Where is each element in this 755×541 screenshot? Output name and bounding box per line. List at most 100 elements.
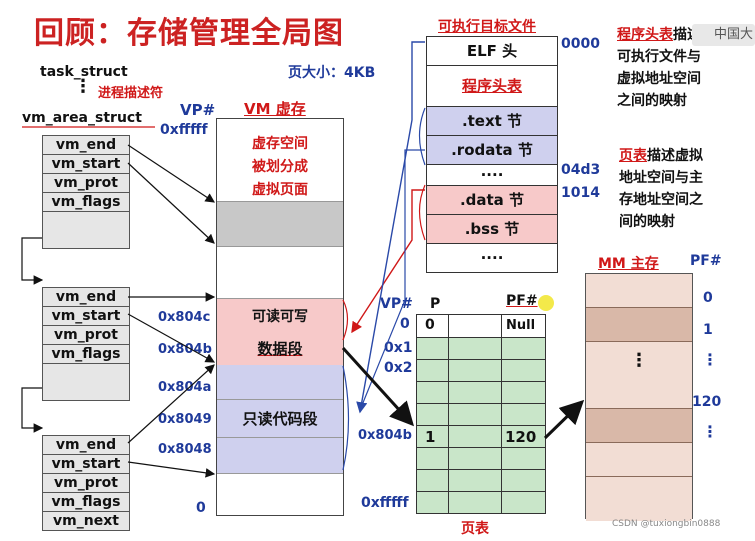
desc-page-table: 页表描述虚拟 地址空间与主 存地址空间之 间的映射 (619, 145, 703, 233)
vma3-next: vm_next (43, 512, 129, 530)
vm-data-seg-label: 数据段 (257, 340, 303, 358)
vma1-end: vm_end (43, 136, 129, 155)
pt-hline4 (417, 425, 545, 426)
pt-vp-last: 0xfffff (361, 495, 409, 511)
mm-frame-gap: ⋮ (586, 342, 692, 409)
vm-code-label-wrap: 只读代码段 (217, 408, 343, 429)
pt-vp-804b: 0x804b (358, 428, 412, 443)
vm-addr-8048: 0x8048 (158, 442, 212, 457)
pt-hline3 (417, 403, 545, 404)
mm-pf-120: 120 (692, 394, 722, 410)
page-table: 0 Null 1 120 (416, 314, 546, 514)
pt-row0-pf: Null (506, 318, 536, 333)
desc2-rest: 描述虚拟 (647, 148, 703, 164)
elf-bss-row: .bss 节 (427, 215, 557, 244)
arrow-elf-text-to-vm (356, 41, 425, 414)
vma-chain-1 (21, 237, 44, 285)
vma3-start: vm_start (43, 455, 129, 474)
watermark: CSDN @tuxiongbin0888 (612, 519, 721, 529)
elf-data-row: .data 节 (427, 186, 557, 215)
arrow-vma3-end (127, 364, 215, 444)
arrow-elf-rodata-to-vm (359, 149, 425, 411)
vma2-prot: vm_prot (43, 326, 129, 345)
elf-dots-row2: ···· (480, 249, 504, 267)
vma1-start: vm_start (43, 155, 129, 174)
pt-col-line2 (501, 315, 502, 513)
pt-row0-line1 (448, 315, 449, 337)
vma1-prot: vm_prot (43, 174, 129, 193)
vm-gray-page (217, 201, 343, 247)
mm-frame-after2 (586, 477, 692, 521)
vm-rw-page: 可读可写 (217, 298, 343, 334)
vm-code-divider1 (217, 399, 343, 400)
vm-desc-line2: 被划分成 (252, 159, 308, 175)
vma-struct-2: vm_end vm_start vm_prot vm_flags (42, 287, 130, 401)
vma2-empty (43, 364, 129, 400)
desc2-highlight: 页表 (619, 148, 647, 164)
mm-pf-dots2: ⋮ (702, 422, 718, 441)
vm-desc-line1: 虚存空间 (252, 136, 308, 152)
pt-hline7 (417, 491, 545, 492)
vm-desc-line3: 虚拟页面 (252, 182, 308, 198)
desc1-line2: 可执行文件与 (617, 49, 701, 65)
desc1-line3: 虚拟地址空间 (617, 71, 701, 87)
vertical-dots: ⋮ (74, 76, 92, 97)
elf-bracket-data (418, 184, 426, 241)
pt-caption: 页表 (461, 521, 489, 537)
elf-file-box: ELF 头 程序头表 .text 节 .rodata 节 ···· .data … (426, 36, 558, 273)
elf-program-header-row: 程序头表 (427, 66, 557, 107)
mm-pf-0: 0 (703, 290, 713, 306)
vm-addr-8049: 0x8049 (158, 412, 212, 427)
mm-inner-dots: ⋮ (630, 350, 648, 371)
pt-row804b-p: 1 (425, 428, 436, 446)
arrow-vma1-start (127, 162, 215, 244)
elf-offset-04d3: 04d3 (561, 162, 601, 178)
mm-pf-1: 1 (703, 322, 713, 338)
mm-frame-120 (586, 409, 692, 443)
vma2-start: vm_start (43, 307, 129, 326)
vm-area-struct-label: vm_area_struct (22, 110, 142, 126)
page-size-label: 页大小：4KB (288, 65, 376, 81)
mm-label: MM 主存 (598, 256, 659, 272)
elf-bracket-code (418, 107, 426, 166)
pt-row804b-pf: 120 (505, 428, 537, 446)
vm-desc: 虚存空间 被划分成 虚拟页面 (217, 133, 343, 202)
vma2-flags: vm_flags (43, 345, 129, 364)
mm-pf-dots: ⋮ (702, 350, 718, 369)
vma-struct-1: vm_end vm_start vm_prot vm_flags (42, 135, 130, 249)
vp-label: VP# (180, 101, 216, 119)
vm-addr-804c: 0x804c (158, 310, 211, 325)
desc2-line3: 存地址空间之 (619, 192, 703, 208)
vm-ro-code-label: 只读代码段 (242, 410, 318, 428)
vma3-end: vm_end (43, 436, 129, 455)
bracket-code (342, 365, 350, 471)
corner-overlay: 中国大 (692, 24, 755, 46)
arrow-vm-to-pagetable (341, 346, 415, 427)
page-title: 回顾：存储管理全局图 (34, 16, 344, 51)
pt-vp-0: 0 (400, 316, 410, 332)
arrow-vma2-start (127, 313, 216, 363)
cursor-highlight (538, 295, 554, 311)
pt-vp-2: 0x2 (384, 360, 413, 376)
arrow-elf-data-to-vm (351, 189, 425, 334)
vma-chain-2 (21, 387, 44, 433)
pt-p-header: P (430, 296, 441, 312)
vma2-end: vm_end (43, 288, 129, 307)
pt-hline2 (417, 381, 545, 382)
arrow-vma1-end (127, 144, 216, 203)
vma1-empty (43, 212, 129, 248)
main-memory: ⋮ (585, 273, 693, 521)
mm-pf-header: PF# (690, 253, 722, 269)
vm-label: VM 虚存 (244, 100, 306, 118)
vm-code-divider2 (217, 437, 343, 438)
mm-frame-0 (586, 274, 692, 308)
pt-hline6 (417, 469, 545, 470)
pt-col-line1 (448, 315, 449, 513)
pt-row-0 (417, 315, 545, 338)
elf-offset-0000: 0000 (561, 36, 600, 52)
elf-rodata-row: .rodata 节 (427, 136, 557, 165)
pt-hline5 (417, 447, 545, 448)
vma3-prot: vm_prot (43, 474, 129, 493)
pt-pf-header: PF# (506, 293, 538, 309)
